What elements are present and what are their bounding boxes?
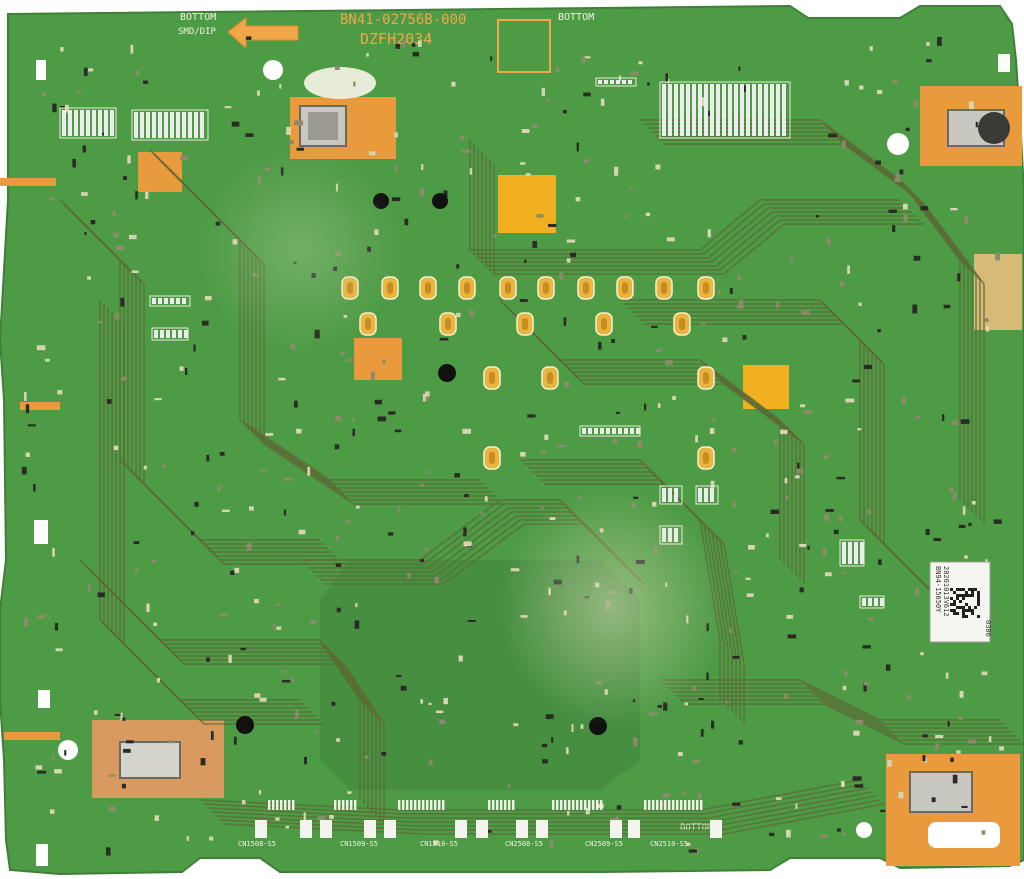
connector-label: CN2509-S5 bbox=[585, 840, 623, 848]
connector-label: CN2508-S5 bbox=[505, 840, 543, 848]
connector-label: CN1508-S5 bbox=[238, 840, 276, 848]
component-outline bbox=[497, 19, 551, 73]
mounting-holes bbox=[34, 54, 1010, 866]
light-glare bbox=[420, 420, 740, 760]
arrow-label: SMD/DIP bbox=[178, 27, 217, 37]
bottom-mark: BOTTOM bbox=[680, 823, 713, 833]
bottom-mark: BOTTOM bbox=[180, 12, 216, 23]
connector-label: CN1509-S5 bbox=[340, 840, 378, 848]
sticker-line: 20201013V612 bbox=[942, 566, 950, 617]
qr-sticker: 20201013V612 BN94-15650Y 0306 bbox=[929, 561, 992, 643]
light-glare bbox=[200, 150, 400, 350]
connector-label: CN1510-S5 bbox=[420, 840, 458, 848]
oval-test-pads bbox=[341, 276, 715, 470]
part-number: BN41-02756B-000 bbox=[340, 12, 466, 28]
bottom-mark: BOTTOM bbox=[558, 12, 594, 23]
metal-clips bbox=[119, 105, 1010, 813]
connector-label: CN2510-S5 bbox=[650, 840, 688, 848]
bottom-arrow-icon bbox=[227, 16, 299, 50]
qr-code-icon bbox=[950, 588, 980, 618]
sticker-line: BN94-15650Y bbox=[934, 566, 942, 613]
sticker-line: 0306 bbox=[984, 620, 992, 637]
